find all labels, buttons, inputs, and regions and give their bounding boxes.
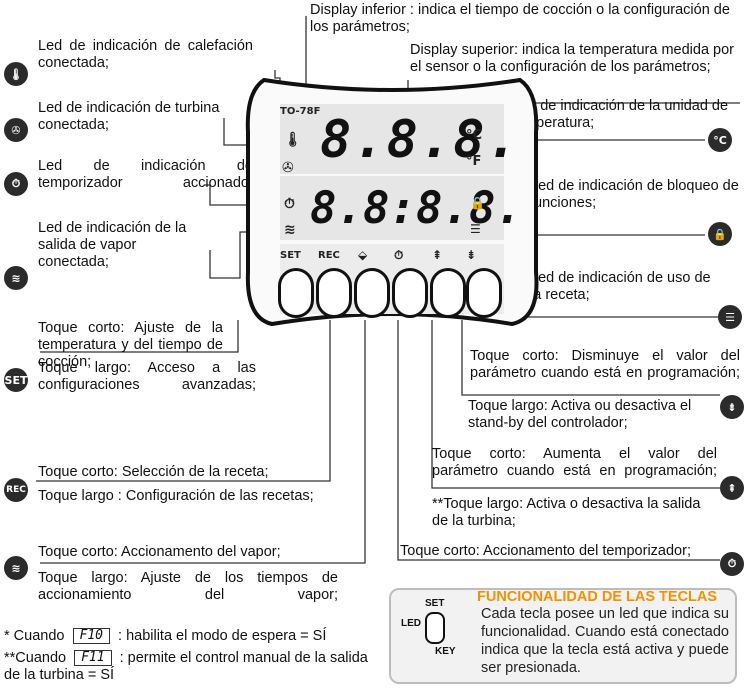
note2-suffix: : permite el control manual de la salida… [4, 650, 368, 683]
lock-icon: 🔒 [708, 222, 732, 246]
set-icon: SET [4, 368, 28, 392]
label-led-vapor: Led de indicación de la salida de vapor … [38, 220, 187, 270]
note2-prefix: **Cuando [4, 650, 67, 666]
label-led-receta: Led de indicación de uso de la receta; [530, 270, 711, 303]
label-display-superior: Display superior: indica la temperatura … [410, 42, 734, 75]
set-key[interactable] [278, 268, 314, 318]
lower-display: 8.8:8.8. [310, 183, 522, 234]
recipe-led: ☰ [470, 222, 481, 236]
label-set-short: Toque corto: Ajuste de la temperatura y … [38, 320, 223, 370]
upper-display: 8.8.8. [320, 110, 520, 170]
rec-icon: REC [4, 478, 28, 502]
unit-f-led: °F [466, 154, 482, 169]
label-led-temporizador: Led de indicación de temporizador accion… [38, 158, 253, 191]
fan-led: ✇ [282, 160, 294, 176]
label-set-long: Toque largo: Acceso a las configuracione… [38, 360, 256, 393]
label-down-long: Toque largo: Activa ou desactiva el stan… [468, 398, 692, 431]
timer-key-icon: ⏱ [720, 552, 744, 576]
label-timer-short: Toque corto: Accionamento del temporizad… [400, 543, 691, 559]
line-down-key [461, 320, 720, 396]
note-standby: * Cuando F10 : habilita el modo de esper… [4, 628, 382, 645]
legend-text: Cada tecla posee un led que indica su fu… [481, 606, 729, 676]
label-down-short: Toque corto: Disminuye el valor del pará… [470, 348, 740, 381]
device-frame [245, 77, 539, 327]
label-steam-long: Toque largo: Ajuste de los tiempos de ac… [38, 570, 338, 603]
heat-icon: 🌡 [4, 62, 28, 86]
legend-key-label: KEY [435, 646, 456, 657]
key-functionality-box: FUNCIONALIDAD DE LAS TECLAS Cada tecla p… [389, 588, 737, 684]
label-steam-short: Toque corto: Accionamento del vapor; [38, 544, 281, 560]
note2-code: F11 [74, 650, 112, 667]
note1-code: F10 [72, 628, 110, 645]
up-icon: ⇞ [720, 476, 744, 500]
label-up-long: **Toque largo: Activa o desactiva la sal… [432, 496, 701, 529]
line-up-key [431, 320, 720, 489]
legend-key-shape [425, 612, 445, 644]
lock-led: 🔒 [470, 196, 485, 210]
legend-set-label: SET [425, 598, 445, 609]
key-label-timer: ⏱ [394, 248, 404, 262]
rec-key[interactable] [316, 268, 352, 318]
timer-icon: ⏱ [4, 172, 28, 196]
key-label-up: ⇞ [432, 248, 443, 262]
temperature-unit-icon: °C [708, 128, 732, 152]
timer-key[interactable] [392, 268, 428, 318]
fan-icon: ✇ [4, 118, 28, 142]
legend-led-label: LED [401, 618, 421, 629]
key-label-set: SET [280, 250, 301, 261]
steam-key-icon: ≋ [4, 556, 28, 580]
label-led-calefaccion: Led de indicación de calefación conectad… [38, 38, 253, 71]
unit-c-led: °C [466, 128, 483, 143]
recipe-icon: ☰ [718, 305, 742, 329]
label-rec-short: Toque corto: Selección de la receta; [38, 464, 269, 480]
note1-prefix: * Cuando [4, 628, 65, 644]
key-label-down: ⇟ [466, 248, 477, 262]
note1-suffix: : habilita el modo de espera = SÍ [118, 628, 327, 644]
label-led-bloqueo: Led de indicación de bloqueo de funcione… [530, 178, 739, 211]
model-label: TO-78F [280, 106, 321, 117]
label-led-unidad: Led de indicación de la unidad de temper… [512, 98, 729, 131]
label-rec-long: Toque largo : Configuración de las recet… [38, 488, 314, 504]
label-display-inferior: Display inferior : indica el tiempo de c… [310, 2, 730, 35]
line-set [40, 320, 239, 353]
timer-led: ⏱ [284, 196, 295, 212]
heat-led: 🌡 [284, 132, 302, 148]
line-vapor-key [40, 320, 366, 564]
key-label-steam: ⬙ [358, 248, 368, 262]
line-timer-key [397, 320, 720, 561]
key-label-rec: REC [318, 250, 340, 261]
note-turbine: **Cuando F11 : permite el control manual… [4, 650, 382, 684]
label-led-turbina: Led de indicación de turbina conectada; [38, 100, 220, 133]
label-up-short: Toque corto: Aumenta el valor del paráme… [432, 446, 717, 479]
steam-key[interactable] [354, 268, 390, 318]
legend-title: FUNCIONALIDAD DE LAS TECLAS [477, 589, 718, 605]
controller-device: TO-78F 🌡 ✇ 8.8.8. °C °F ⏱ ≋ 8.8:8.8. 🔒 ☰… [244, 72, 540, 330]
line-rec [36, 320, 331, 482]
down-key[interactable] [466, 268, 502, 318]
down-icon: ⇟ [720, 395, 744, 419]
up-key[interactable] [430, 268, 466, 318]
steam-icon: ≋ [4, 266, 28, 290]
steam-led: ≋ [284, 222, 296, 238]
